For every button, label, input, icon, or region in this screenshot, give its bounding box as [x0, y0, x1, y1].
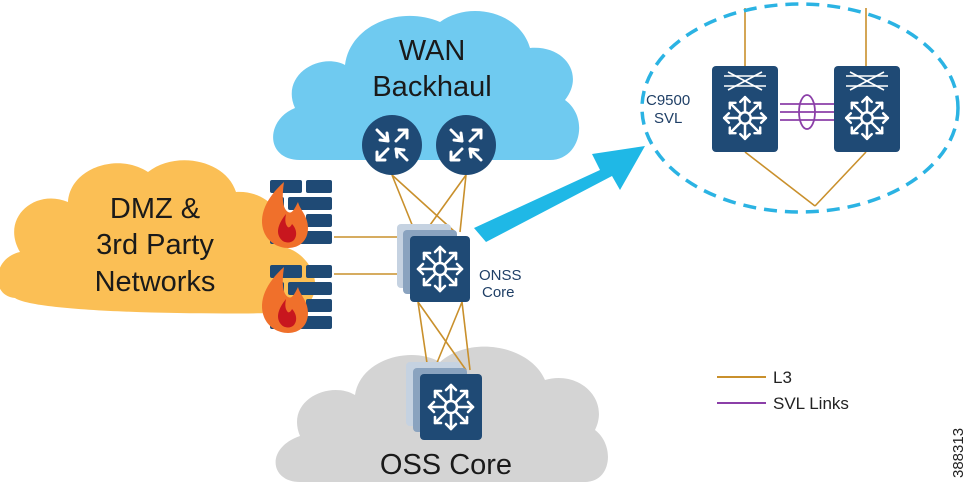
svl-links	[780, 94, 834, 130]
zoom-arrow	[474, 146, 645, 242]
router-icon	[360, 113, 424, 177]
wan-cloud-label-line2: Backhaul	[372, 71, 491, 103]
legend-label-l3: L3	[773, 368, 792, 387]
dmz-cloud-label-line2: 3rd Party	[96, 229, 214, 261]
onss-core-label-line1: ONSS	[479, 267, 522, 284]
svl-zoom-ellipse	[640, 2, 960, 214]
wan-cloud	[273, 10, 580, 160]
legend-label-svl: SVL Links	[773, 394, 849, 413]
c9500-switch-right	[834, 66, 900, 152]
oss-core-switch-icon	[406, 362, 482, 440]
legend: L3 SVL Links	[717, 368, 849, 413]
l3-links	[334, 8, 867, 371]
c9500-label-line2: SVL	[654, 110, 682, 127]
oss-cloud-label: OSS Core	[380, 449, 512, 481]
c9500-label-line1: C9500	[646, 92, 690, 109]
onss-core-label-line2: Core	[482, 284, 515, 301]
router-icon	[434, 113, 498, 177]
dmz-cloud-label-line3: Networks	[95, 266, 216, 298]
c9500-switch-left	[712, 66, 778, 152]
firewall-icon	[262, 180, 332, 248]
wan-cloud-label-line1: WAN	[399, 35, 466, 67]
figure-id: 388313	[950, 428, 967, 478]
firewall-icon	[262, 265, 332, 333]
dmz-cloud-label-line1: DMZ &	[110, 193, 200, 225]
onss-core-switch-icon	[397, 224, 470, 302]
dmz-cloud	[0, 160, 316, 314]
